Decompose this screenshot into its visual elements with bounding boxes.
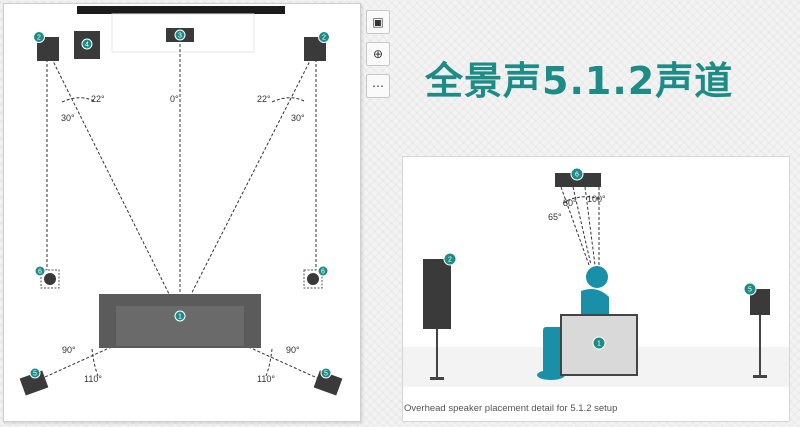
speaker-front-left: 2 — [33, 31, 59, 61]
speaker-front-right: 2 — [304, 31, 330, 61]
speaker-front: 2 — [423, 252, 457, 380]
top-view-diagram: 2 4 3 2 6 6 — [19, 6, 343, 396]
angle-label: 100° — [587, 194, 606, 204]
angle-label: 110° — [257, 374, 275, 384]
zoom-in-icon[interactable]: ⊕ — [366, 42, 390, 66]
angle-label: 22° — [91, 94, 105, 104]
image-toolbar: ▣ ⊕ ⋯ — [366, 10, 390, 98]
svg-text:2: 2 — [448, 257, 452, 264]
side-view-diagram-panel: 6 65° 80° 100° 2 — [402, 156, 790, 422]
angle-label: 30° — [291, 113, 305, 123]
angle-labels: 22° 30° 0° 22° 30° 90° 110° 90° 110° — [61, 94, 305, 384]
image-icon[interactable]: ▣ — [366, 10, 390, 34]
svg-text:1: 1 — [178, 314, 182, 321]
speaker-surround: 5 — [743, 282, 770, 378]
speaker-subwoofer: 4 — [74, 31, 100, 59]
angle-label: 0° — [170, 94, 179, 104]
speaker-overhead: 6 — [555, 167, 601, 187]
svg-text:6: 6 — [321, 269, 325, 276]
angle-label: 110° — [84, 374, 102, 384]
tv-screen — [77, 6, 285, 14]
angle-label: 80° — [563, 198, 577, 208]
speaker-surround-left: 5 — [19, 367, 49, 396]
svg-text:2: 2 — [37, 35, 41, 42]
svg-text:6: 6 — [38, 269, 42, 276]
svg-text:6: 6 — [575, 172, 579, 179]
svg-text:3: 3 — [178, 33, 182, 40]
angle-label: 90° — [286, 345, 300, 355]
speaker-surround-right: 5 — [313, 367, 343, 396]
svg-text:1: 1 — [597, 341, 601, 348]
page-title: 全景声5.1.2声道 — [425, 59, 734, 103]
overhead-rays — [560, 186, 602, 266]
angle-label: 65° — [548, 212, 562, 222]
diagram-caption: Overhead speaker placement detail for 5.… — [404, 403, 618, 414]
top-view-diagram-panel: 2 4 3 2 6 6 — [3, 3, 361, 422]
svg-text:5: 5 — [324, 371, 328, 378]
speaker-overhead-right: 6 — [303, 265, 329, 289]
svg-text:4: 4 — [85, 42, 89, 49]
angle-label: 22° — [257, 94, 271, 104]
angle-label: 30° — [61, 113, 75, 123]
svg-text:2: 2 — [322, 35, 326, 42]
listener-position: 1 — [174, 310, 186, 322]
speaker-center: 3 — [166, 28, 194, 42]
angle-label: 90° — [62, 345, 76, 355]
svg-text:5: 5 — [33, 371, 37, 378]
side-view-diagram: 6 65° 80° 100° 2 — [403, 157, 789, 387]
more-icon[interactable]: ⋯ — [366, 74, 390, 98]
svg-text:5: 5 — [748, 287, 752, 294]
sofa — [99, 294, 261, 348]
side-angle-labels: 65° 80° 100° — [548, 194, 606, 222]
speaker-overhead-left: 6 — [34, 265, 60, 289]
listener-chair: 1 — [560, 314, 638, 376]
